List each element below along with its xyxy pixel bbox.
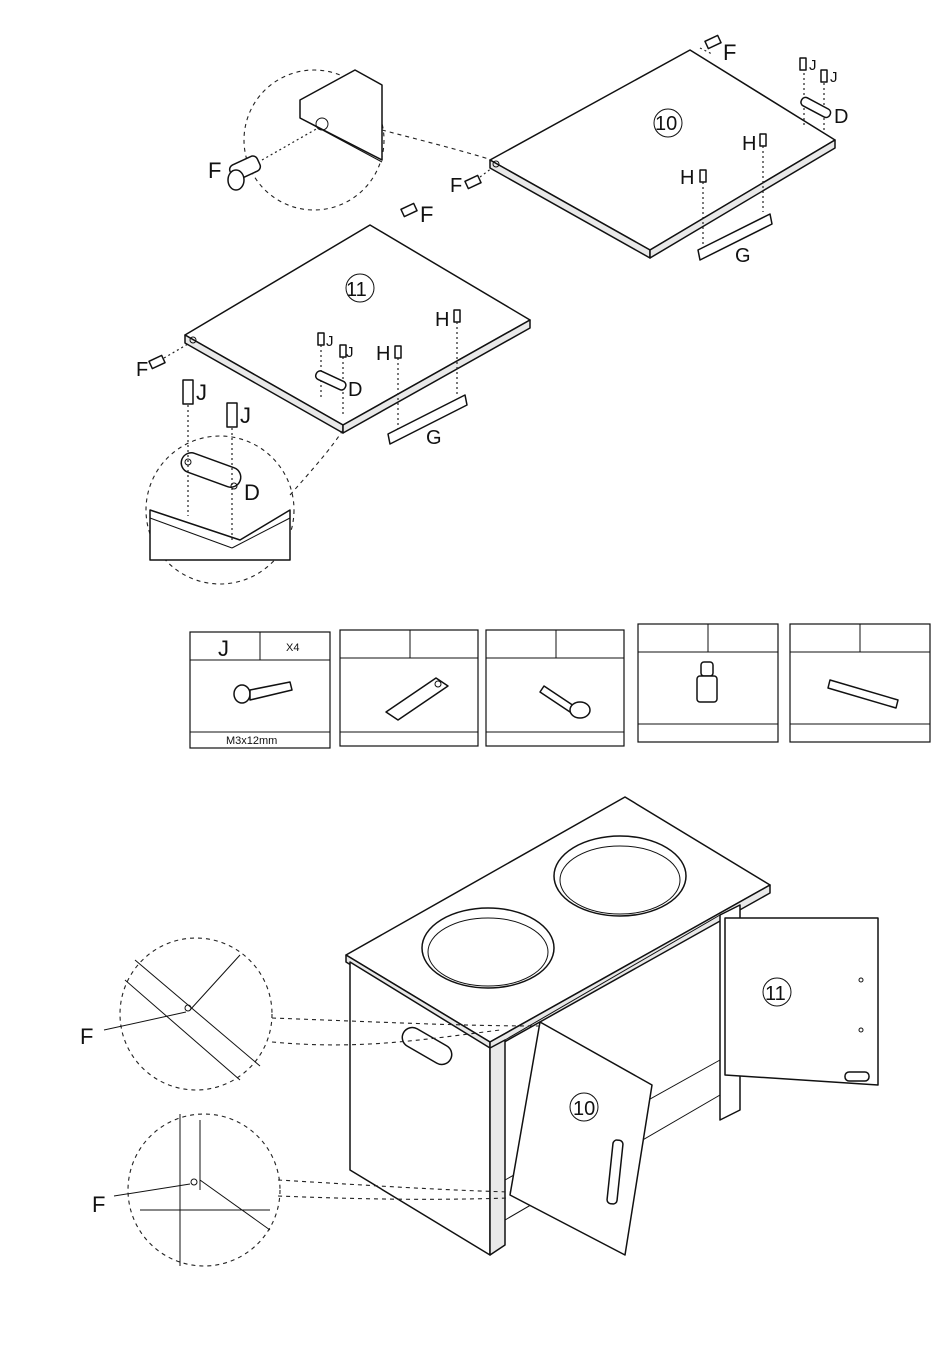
hardware-box-2 [340,630,478,746]
label-f-left: F [450,175,462,197]
hardware-box-5 [790,624,930,742]
label-f: F [136,359,148,381]
label-j: J [809,57,817,74]
label-f-detail: F [208,158,221,183]
hardware-spec: M3x12mm [226,735,277,747]
label-j: J [830,69,838,86]
hinge-pin-icon [401,203,417,216]
door-11-number: 11 [765,983,786,1005]
hardware-qty: X4 [286,642,299,654]
hinge-pin-icon [149,344,188,369]
hardware-box-3 [486,630,624,746]
label-h: H [742,133,756,155]
panel-10: 10 F F J J D H H G [450,35,848,267]
hardware-box-j: J X4 M3x12mm [190,632,330,748]
hardware-box-4 [638,624,778,742]
label-j: J [346,344,354,361]
callout-f-bottom: F [92,1192,105,1217]
label-j: J [240,403,251,428]
label-f: F [420,202,433,227]
label-j: J [326,333,334,350]
label-g: G [426,427,442,449]
label-h: H [680,167,694,189]
door-10-number: 10 [573,1098,595,1120]
label-g: G [735,245,751,267]
label-j: J [196,380,207,405]
panel-11: 11 F F J J D H H G [136,202,530,449]
label-f-top: F [723,40,736,65]
screw-icon [227,403,237,427]
hardware-code: J [218,636,229,661]
label-h: H [435,309,449,331]
hinge-pin-icon [465,168,492,189]
panel-11-number: 11 [346,279,367,301]
hinge-pin-icon [700,35,721,54]
label-d: D [244,480,260,505]
hinge-pin-icon [228,154,262,190]
assembled-cabinet: 10 11 [346,797,878,1255]
panel-10-number: 10 [655,113,677,135]
label-d: D [348,379,362,401]
label-d: D [834,106,848,128]
screw-icon [183,380,193,404]
label-h: H [376,343,390,365]
callout-f-top: F [80,1024,93,1049]
